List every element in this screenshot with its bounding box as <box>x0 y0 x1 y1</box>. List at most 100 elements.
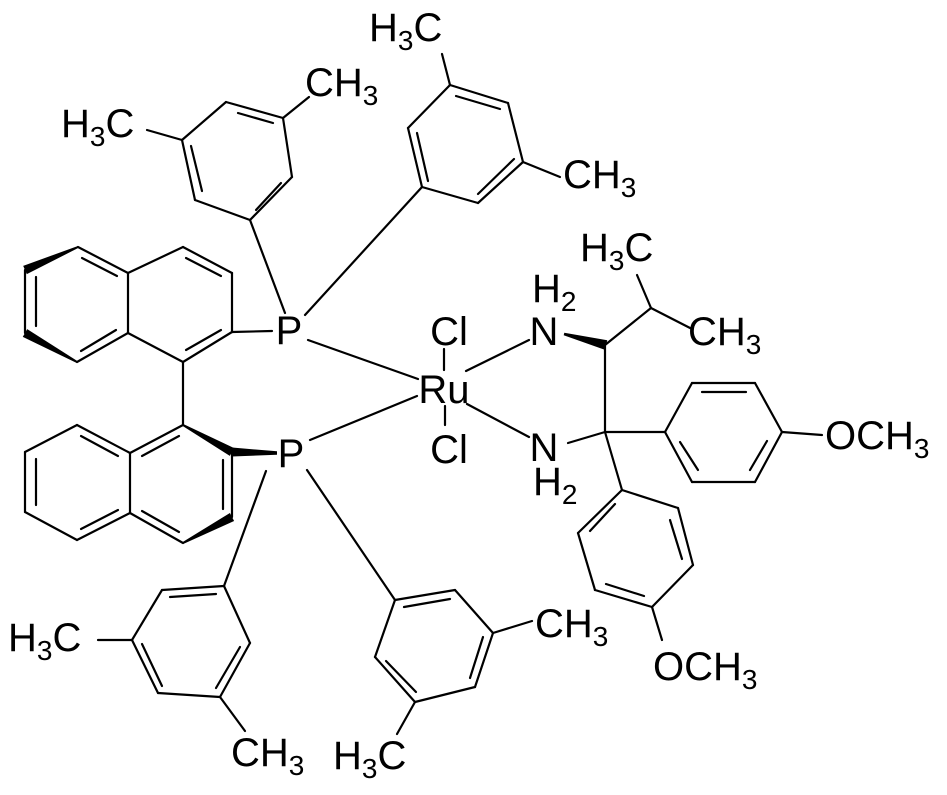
bond-98 <box>140 642 164 688</box>
bond-100 <box>218 641 252 699</box>
bond-25 <box>75 423 132 455</box>
bond-92 <box>588 502 617 533</box>
atom-label-isopropyl-CH3: CH3 <box>688 310 761 360</box>
bond-55 <box>476 157 516 196</box>
bond-93 <box>650 605 664 642</box>
bond-42 <box>180 138 197 202</box>
bond-7 <box>76 245 130 275</box>
bond-50 <box>406 83 452 130</box>
atom-label-N-top: N <box>530 310 559 354</box>
atom-label-H2-bottom: H2 <box>533 460 577 510</box>
atom-label-methoxy-right: OCH3 <box>825 414 929 464</box>
bond-5 <box>79 328 118 353</box>
bond-82 <box>678 440 700 472</box>
bond-102 <box>222 584 252 645</box>
bond-15 <box>126 331 185 364</box>
bond-wedge-35 <box>231 447 277 457</box>
bond-65 <box>465 402 531 439</box>
bond-45 <box>248 218 287 315</box>
bond-111 <box>413 685 477 704</box>
bond-37 <box>254 181 283 212</box>
bond-38 <box>281 116 294 179</box>
bond-44 <box>193 198 252 222</box>
bond-57 <box>303 185 424 317</box>
atom-label-N-bottom: N <box>530 426 559 470</box>
bond-61 <box>308 394 419 442</box>
bond-48 <box>406 126 424 189</box>
bond-83 <box>780 430 824 437</box>
atom-label-methoxy-bottom: OCH3 <box>653 645 757 695</box>
bond-58 <box>440 52 452 87</box>
bond-116 <box>491 619 534 635</box>
atom-label-xylylD-methyl-right: CH3 <box>535 602 608 652</box>
bond-114 <box>373 598 397 659</box>
bond-46 <box>281 95 311 120</box>
bond-43 <box>189 144 204 193</box>
bond-106 <box>393 588 457 602</box>
bond-81 <box>663 430 694 484</box>
bond-87 <box>650 563 695 609</box>
atom-label-xylylC-methyl-bottom: CH3 <box>231 731 304 781</box>
bond-90 <box>576 531 597 592</box>
bond-113 <box>384 659 418 694</box>
bond-26 <box>79 434 120 458</box>
bond-17 <box>230 329 274 334</box>
bond-21 <box>23 510 79 542</box>
bond-73 <box>603 430 624 492</box>
bond-115 <box>305 468 397 602</box>
atom-label-Cl-top: Cl <box>430 310 468 354</box>
bond-71 <box>566 430 607 445</box>
atom-label-H2-top: H2 <box>532 267 576 317</box>
bond-78 <box>753 430 784 484</box>
bond-wedge-66 <box>563 332 608 350</box>
atom-label-Ru: Ru <box>418 368 469 412</box>
atom-label-isopropyl-H3C: H3C <box>580 226 653 276</box>
atom-label-xylylA-methyl-top: CH3 <box>305 61 378 111</box>
atom-label-xylylB-methyl-right: CH3 <box>563 153 636 203</box>
bond-112 <box>373 655 417 704</box>
atom-label-P-upper: P <box>276 309 303 353</box>
bond-33 <box>128 511 185 545</box>
bond-47 <box>145 128 184 142</box>
bond-wedge-29 <box>182 424 235 456</box>
bond-54 <box>476 160 525 205</box>
bond-103 <box>222 469 268 588</box>
bond-14 <box>184 328 223 352</box>
bond-68 <box>635 273 653 310</box>
bond-4 <box>75 331 130 364</box>
bond-52 <box>454 94 502 111</box>
bond-wedge-0 <box>23 246 79 275</box>
atom-label-xylylD-methyl-bottom: H3C <box>333 734 406 784</box>
bond-84 <box>620 488 680 510</box>
bond-11 <box>184 256 223 278</box>
bond-64 <box>464 338 531 373</box>
bond-59 <box>521 160 562 179</box>
bond-56 <box>420 185 480 205</box>
atom-label-xylylA-methyl-left: H3C <box>61 102 134 152</box>
bond-110 <box>468 635 485 680</box>
bond-18 <box>23 423 79 454</box>
bond-97 <box>130 638 160 695</box>
bond-99 <box>156 691 222 699</box>
bond-109 <box>473 631 495 689</box>
bond-34 <box>140 509 181 534</box>
bond-69 <box>649 306 694 331</box>
bond-49 <box>415 131 430 183</box>
bond-wedge-32 <box>182 513 235 544</box>
bond-77 <box>753 381 784 434</box>
bond-9 <box>126 245 185 275</box>
bond-22 <box>75 511 132 542</box>
bond-41 <box>180 100 228 142</box>
atom-label-P-lower: P <box>278 432 305 476</box>
bond-36 <box>248 175 294 222</box>
bond-39 <box>224 100 285 120</box>
bond-13 <box>181 330 234 364</box>
bond-101 <box>214 645 242 690</box>
bond-88 <box>593 588 654 609</box>
bond-67 <box>603 306 653 347</box>
bond-27 <box>128 423 185 455</box>
bond-108 <box>453 588 495 635</box>
bond-89 <box>604 582 646 598</box>
